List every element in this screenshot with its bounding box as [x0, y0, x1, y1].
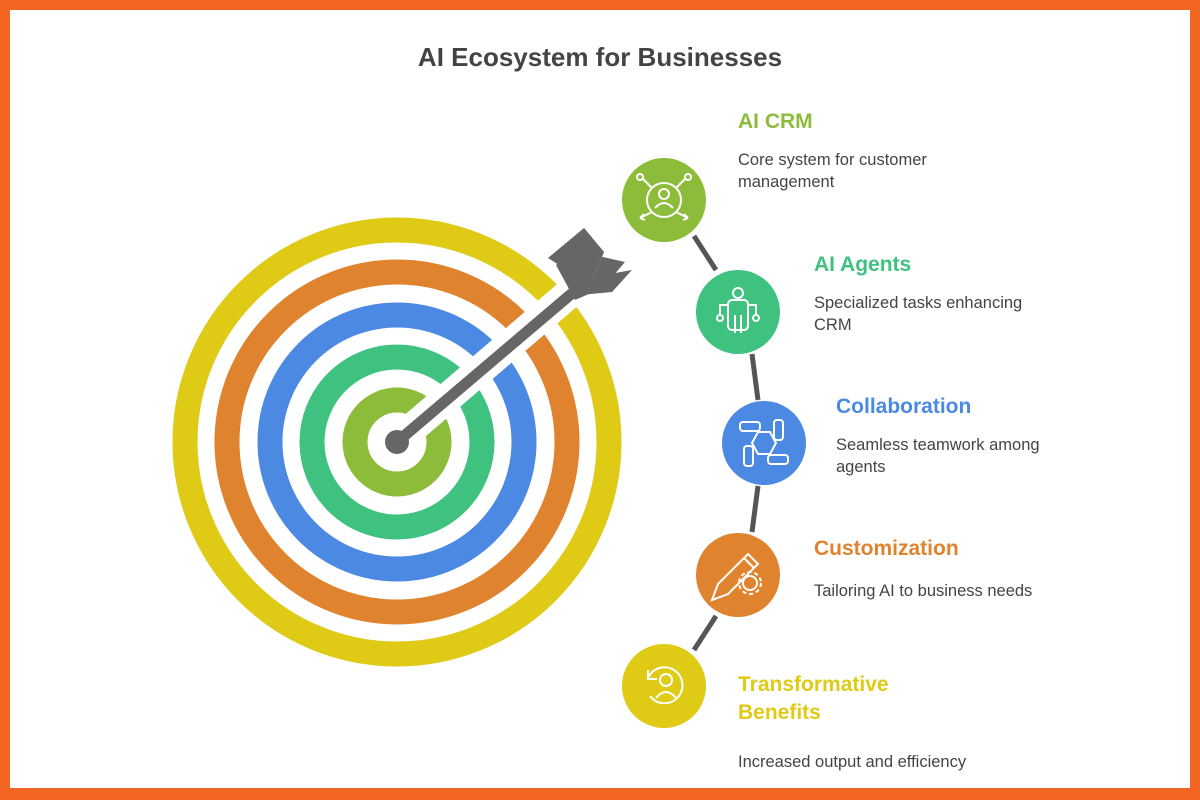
ring-teal: [299, 344, 495, 540]
hands-teamwork-icon: [722, 401, 806, 485]
pencil-gear-icon: [696, 533, 780, 617]
item-desc-customization: Tailoring AI to business needs: [814, 582, 1033, 600]
item-title-ai-crm: AI CRM: [738, 110, 813, 133]
timeline-connectors: [691, 234, 761, 652]
ring-orange: [214, 259, 580, 625]
ring-yellow: [172, 217, 622, 667]
item-title-collaboration: Collaboration: [836, 395, 972, 418]
item-desc-ai-agents: Specialized tasks enhancing CRM: [814, 294, 1023, 334]
person-cycle-icon: [622, 644, 706, 728]
ring-green: [342, 387, 452, 497]
robot-agent-icon: [696, 270, 780, 354]
item-title-customization: Customization: [814, 537, 959, 560]
item-title-ai-agents: AI Agents: [814, 253, 912, 276]
crm-network-icon: [622, 158, 706, 242]
page-title: AI Ecosystem for Businesses: [417, 42, 783, 72]
item-desc-ai-crm: Core system for customer management: [738, 151, 927, 191]
item-title-transformative-benefits: Transformative Benefits: [738, 673, 889, 724]
item-desc-collaboration: Seamless teamwork among agents: [836, 436, 1040, 476]
ring-blue: [257, 302, 537, 582]
item-desc-transformative-benefits: Increased output and efficiency: [738, 753, 967, 771]
arrow-icon: [385, 228, 632, 454]
